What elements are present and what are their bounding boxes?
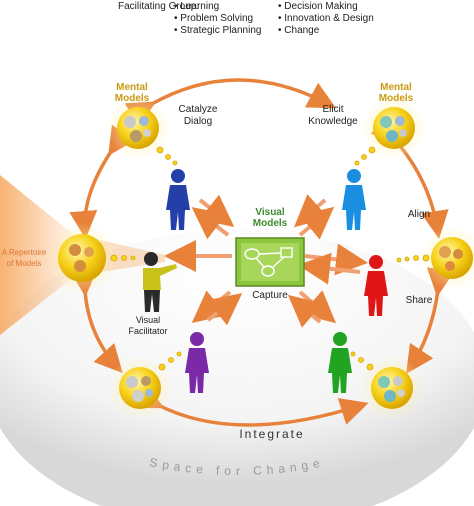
purpose-item: • Strategic Planning [174, 25, 261, 36]
purpose-item: • Decision Making [278, 1, 358, 12]
flow-arrows [164, 194, 368, 328]
share-label: Share [406, 295, 433, 306]
repertoire-beam [0, 175, 80, 335]
align-label: Align [408, 209, 430, 220]
capture-label: Capture [252, 290, 288, 301]
visual-models-board [235, 237, 305, 287]
purple-figure [185, 332, 209, 393]
visual-facilitator-figure [143, 252, 177, 312]
green-figure [328, 332, 352, 393]
dark-blue-figure [166, 169, 190, 230]
red-figure [364, 255, 388, 316]
purpose-item: • Learning [174, 1, 219, 12]
purpose-item: • Problem Solving [174, 13, 253, 24]
purpose-item: • Innovation & Design [278, 13, 374, 24]
outer-cycle [69, 78, 455, 427]
mental-model-left-repertoire [46, 222, 118, 294]
mental-model-right [420, 226, 474, 290]
integrate-label: Integrate [239, 427, 304, 441]
light-blue-figure [342, 169, 366, 230]
mental-model-top-right [362, 96, 426, 160]
mental-model-top-left [106, 96, 170, 160]
mental-model-bottom-left [108, 356, 172, 420]
facilitating-group-label: Facilitating Group: [118, 1, 199, 12]
mental-model-bottom-right [360, 356, 424, 420]
dot-trails [110, 146, 430, 371]
purpose-item: • Change [278, 25, 320, 36]
